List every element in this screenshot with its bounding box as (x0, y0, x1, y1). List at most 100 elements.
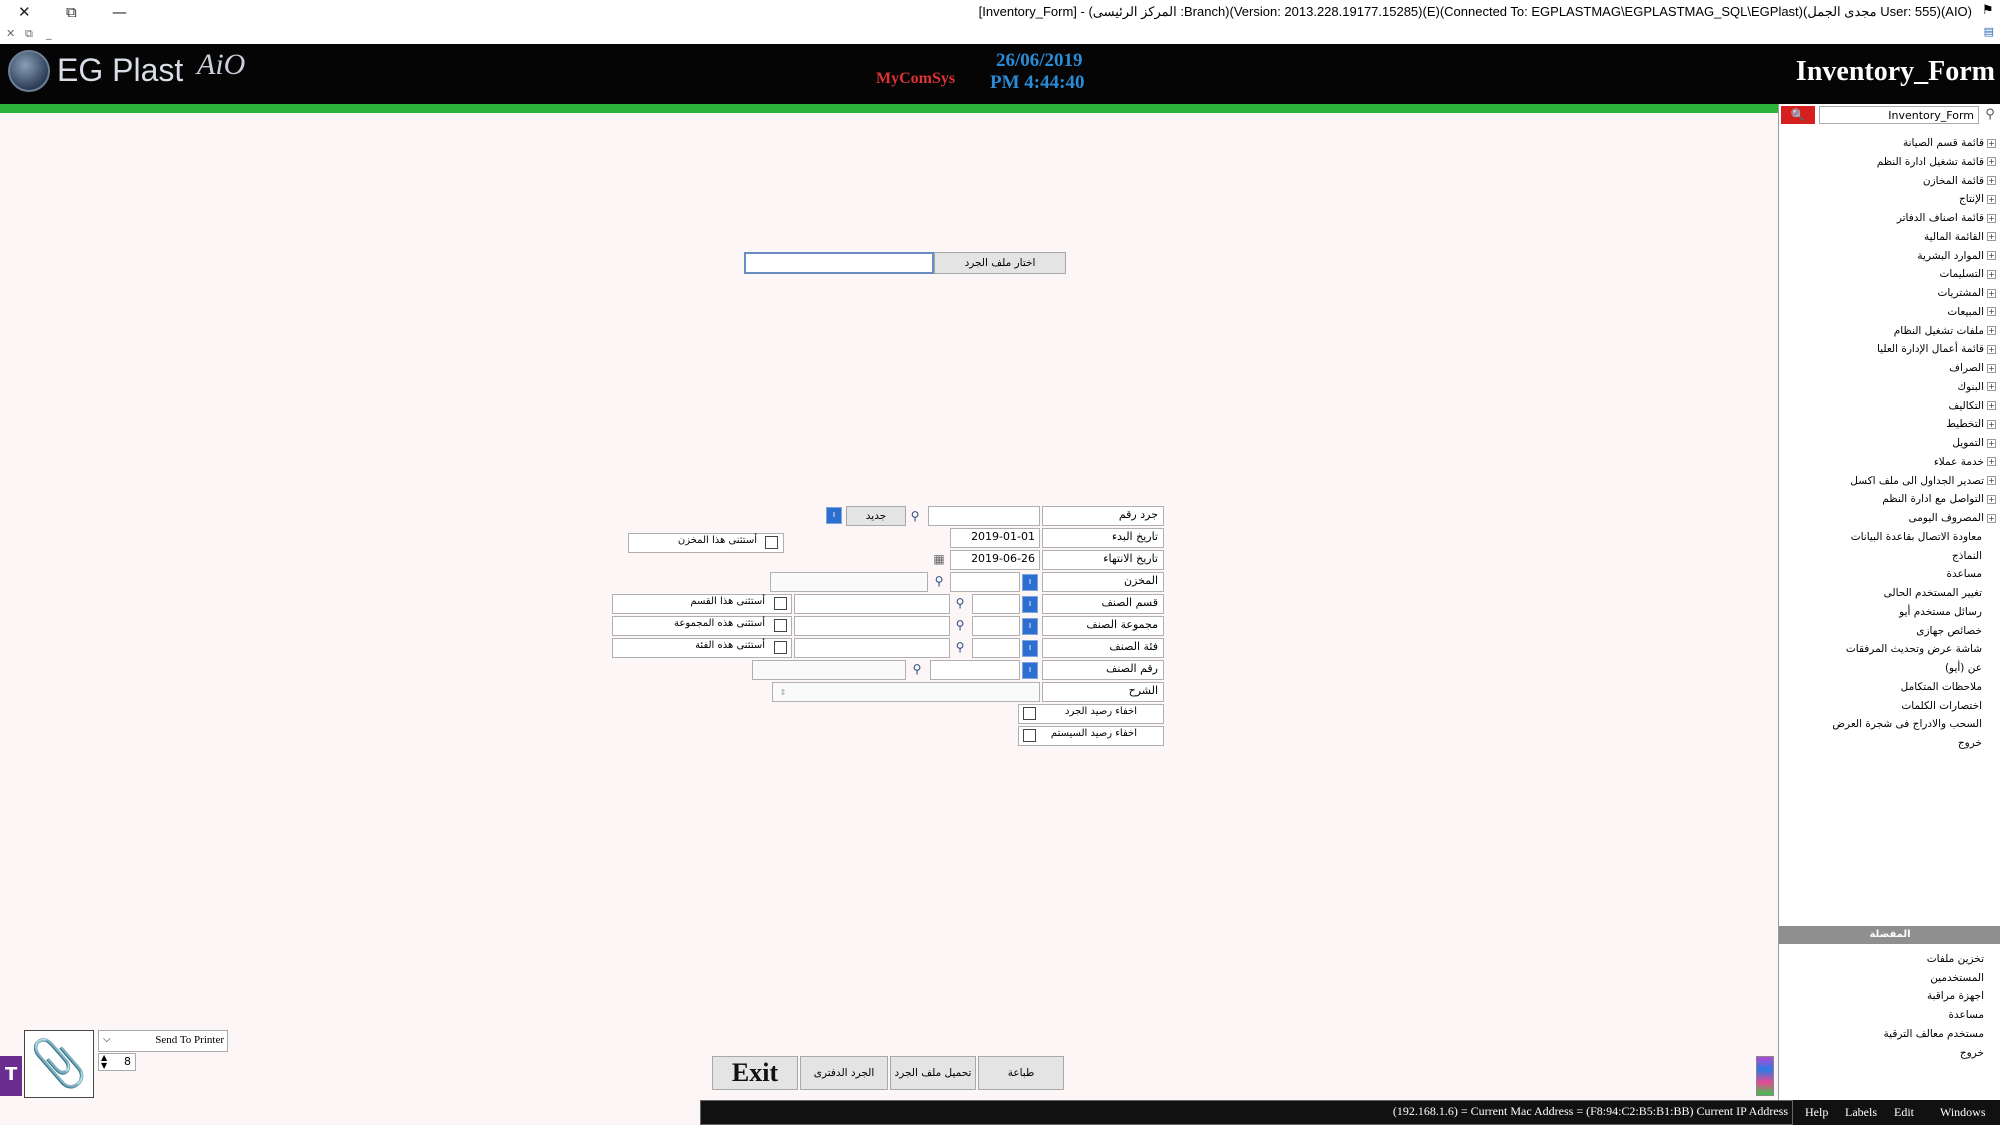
favorite-item[interactable]: اجهزة مراقبة (1926, 990, 1984, 1003)
tree-leaf-item[interactable]: معاودة الاتصال بقاعدة البيانات (1796, 528, 1996, 547)
expand-icon[interactable]: + (1987, 251, 1996, 260)
sidebar-search-input[interactable]: Inventory_Form (1819, 106, 1979, 124)
section-indicator-icon[interactable]: ı (1022, 596, 1038, 613)
tree-item[interactable]: الصراف+ (1796, 359, 1996, 378)
tree-item[interactable]: قائمة اصناف الدفاتر+ (1796, 209, 1996, 228)
expand-icon[interactable]: + (1987, 288, 1996, 298)
tree-leaf-item[interactable]: رسائل مستخدم أيو (1796, 603, 1996, 622)
category-code-input[interactable] (972, 638, 1020, 658)
menu-edit[interactable]: Edit (1894, 1105, 1914, 1119)
new-indicator-icon[interactable]: ı (826, 507, 842, 524)
new-button[interactable]: جديد (846, 506, 906, 526)
store-code-input[interactable] (950, 572, 1020, 592)
tree-leaf-item[interactable]: النماذج (1796, 547, 1996, 566)
store-name-input[interactable] (770, 572, 928, 592)
group-indicator-icon[interactable]: ı (1022, 618, 1038, 635)
menu-windows[interactable]: Windows (1940, 1105, 1986, 1119)
mdi-minimize-icon[interactable]: _ (46, 27, 52, 40)
expand-icon[interactable]: + (1987, 476, 1996, 485)
exit-button[interactable]: Exit (712, 1056, 798, 1090)
tree-item[interactable]: قائمة تشغيل ادارة النظم+ (1796, 153, 1996, 172)
category-indicator-icon[interactable]: ı (1022, 640, 1038, 657)
favorite-item[interactable]: المستخدمين (1930, 971, 1984, 984)
description-input[interactable] (772, 682, 1040, 702)
expand-icon[interactable]: + (1987, 494, 1996, 504)
expand-icon[interactable]: + (1987, 194, 1996, 204)
expand-icon[interactable]: + (1987, 513, 1996, 523)
mdi-restore-icon[interactable]: ⧉ (25, 27, 33, 40)
tree-item[interactable]: التخطيط+ (1796, 415, 1996, 434)
tree-item[interactable]: القائمة المالية+ (1796, 228, 1996, 247)
tree-item[interactable]: ملفات تشغيل النظام+ (1796, 322, 1996, 341)
tree-item[interactable]: خدمة عملاء+ (1796, 453, 1996, 472)
tree-item[interactable]: التواصل مع ادارة النظم+ (1796, 490, 1996, 509)
tree-leaf-item[interactable]: مساعدة (1796, 565, 1996, 584)
calendar-icon[interactable]: ▦ (933, 552, 945, 566)
menu-labels[interactable]: Labels (1845, 1105, 1877, 1119)
favorite-item[interactable]: تخزين ملفات (1926, 953, 1984, 965)
tree-leaf-item[interactable]: تغيير المستخدم الحالى (1796, 584, 1996, 603)
restore-window-button[interactable]: ⧉ (66, 3, 77, 21)
tree-leaf-item[interactable]: خروج (1796, 734, 1996, 753)
mdi-close-icon[interactable]: ✕ (6, 27, 16, 40)
store-search-icon[interactable]: ⚲ (934, 574, 944, 588)
expand-icon[interactable]: + (1987, 363, 1996, 373)
expand-icon[interactable]: + (1987, 382, 1996, 392)
expand-icon[interactable]: + (1987, 326, 1996, 335)
hide-system-balance-checkbox[interactable] (1023, 729, 1036, 742)
printer-select[interactable]: ⌵ Send To Printer (98, 1030, 228, 1052)
group-name-input[interactable] (794, 616, 950, 636)
tree-item[interactable]: المشتريات+ (1796, 284, 1996, 303)
item-no-input[interactable] (930, 660, 1020, 680)
section-name-input[interactable] (794, 594, 950, 614)
tree-item[interactable]: التكاليف+ (1796, 397, 1996, 416)
category-search-icon[interactable]: ⚲ (955, 640, 965, 654)
expand-icon[interactable]: + (1987, 344, 1996, 354)
file-path-input[interactable] (744, 252, 934, 274)
tree-item[interactable]: قائمة قسم الصيانة+ (1796, 134, 1996, 153)
group-code-input[interactable] (972, 616, 1020, 636)
start-date-input[interactable]: 2019-01-01 (950, 528, 1040, 548)
expand-icon[interactable]: + (1987, 269, 1996, 279)
expand-icon[interactable]: + (1987, 213, 1996, 223)
close-window-button[interactable]: ✕ (18, 3, 31, 21)
favorite-item[interactable]: مستخدم معالف الترقية (1883, 1027, 1984, 1040)
window-menu-icon[interactable]: ▤ (1983, 25, 1994, 38)
choose-file-button[interactable]: اختار ملف الجرد (934, 252, 1066, 274)
item-name-input[interactable] (752, 660, 906, 680)
except-group-checkbox[interactable] (774, 619, 787, 632)
paperclip-icon[interactable]: 📎 (24, 1030, 94, 1098)
tree-leaf-item[interactable]: اختصارات الكلمات (1796, 697, 1996, 716)
minimize-window-button[interactable]: — (112, 3, 127, 21)
expand-icon[interactable]: + (1987, 138, 1996, 148)
hide-inventory-balance-checkbox[interactable] (1023, 707, 1036, 720)
favorite-item[interactable]: خروج (1959, 1046, 1984, 1059)
search-icon[interactable]: ⚲ (1985, 107, 1995, 122)
expand-icon[interactable]: + (1987, 307, 1996, 317)
tree-item[interactable]: الموارد البشرية+ (1796, 247, 1996, 266)
tree-item[interactable]: قائمة المخازن+ (1796, 172, 1996, 191)
chevron-down-icon[interactable]: ⌵ (103, 1034, 111, 1045)
expand-icon[interactable]: + (1987, 457, 1996, 467)
print-button[interactable]: طباعة (978, 1056, 1064, 1090)
tree-item[interactable]: التمويل+ (1796, 434, 1996, 453)
item-no-indicator-icon[interactable]: ı (1022, 662, 1038, 679)
tree-item[interactable]: تصدير الجداول الى ملف اكسل+ (1796, 472, 1996, 491)
tree-item[interactable]: البنوك+ (1796, 378, 1996, 397)
book-inventory-button[interactable]: الجرد الدفترى (800, 1056, 888, 1090)
tree-item[interactable]: قائمة أعمال الإدارة العليا+ (1796, 340, 1996, 359)
inventory-search-icon[interactable]: ⚲ (910, 509, 920, 523)
store-indicator-icon[interactable]: ı (1022, 574, 1038, 591)
sidebar-search-button[interactable]: 🔍 (1781, 106, 1815, 124)
except-store-checkbox[interactable] (765, 536, 778, 549)
inventory-no-input[interactable] (928, 506, 1040, 526)
copies-spinner[interactable]: ▲▼ 8 (98, 1053, 136, 1071)
expand-icon[interactable]: + (1987, 401, 1996, 410)
except-section-checkbox[interactable] (774, 597, 787, 610)
tree-leaf-item[interactable]: شاشة عرض وتحديث المرفقات (1796, 640, 1996, 659)
side-tab-icon[interactable]: T (0, 1056, 22, 1096)
tree-leaf-item[interactable]: خصائص جهازى (1796, 622, 1996, 641)
expand-icon[interactable]: + (1987, 419, 1996, 429)
color-palette-icon[interactable] (1756, 1056, 1774, 1096)
item-no-search-icon[interactable]: ⚲ (912, 662, 922, 676)
